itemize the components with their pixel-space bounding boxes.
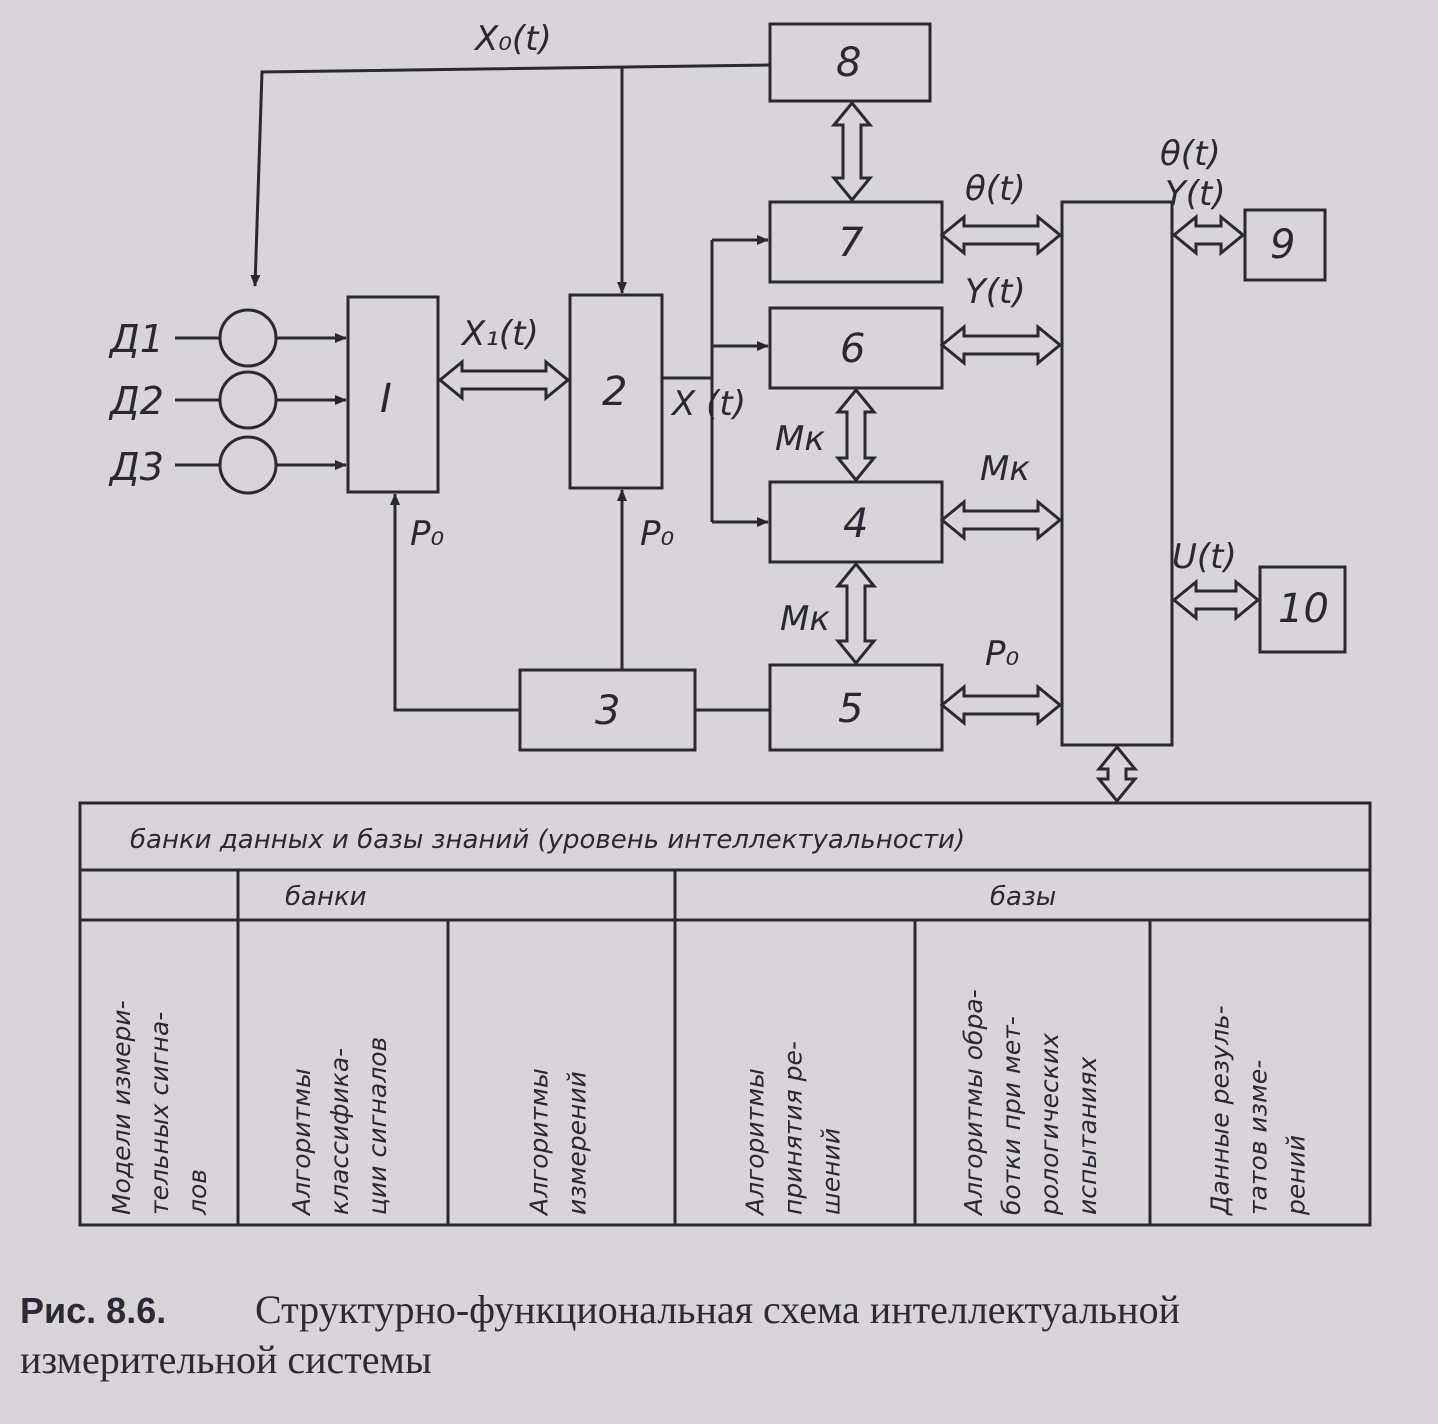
table-group-banks: банки (285, 882, 367, 912)
label-y-9: Y(t) (1165, 174, 1226, 214)
table-column-1-line-3: лов (183, 1169, 212, 1216)
arrow-7-bus (939, 213, 1063, 257)
block-6-label: 6 (840, 326, 865, 372)
x0-line (250, 63, 771, 287)
block-1 (346, 295, 440, 494)
label-p0-left: P₀ (410, 514, 445, 554)
block-3-label: 3 (595, 688, 620, 734)
arrow-4-bus (939, 498, 1063, 542)
table-column-6-line-3: рений (1282, 1135, 1311, 1216)
label-mk-bot: Mк (780, 599, 830, 639)
table-column-2-line-3: ции сигналов (363, 1037, 392, 1215)
table-column-4-line-3: шений (817, 1128, 846, 1215)
block-8 (768, 22, 932, 103)
table-column-6-line-1: Данные резуль- (1206, 1005, 1235, 1216)
label-y-6: Y(t) (965, 272, 1026, 312)
table-column-4-line-2: принятия ре- (779, 1041, 808, 1215)
table-group-bases: базы (990, 882, 1056, 912)
caption-label: Рис. 8.6. (20, 1290, 167, 1331)
block-7-label: 7 (838, 220, 864, 266)
label-x: X (t) (670, 384, 746, 424)
block-9 (1243, 208, 1327, 282)
block-1-label: I (380, 376, 392, 422)
block-4-label: 4 (843, 501, 868, 547)
table-column-1-line-2: тельных сигна- (145, 1012, 174, 1215)
sensor-circle-1 (218, 308, 278, 368)
sensor-circle-3 (218, 435, 278, 495)
block-10-label: 10 (1278, 586, 1329, 632)
table-column-5-line-3: рологических (1035, 1033, 1064, 1216)
arrow-6-bus (939, 323, 1063, 367)
block-7 (768, 200, 944, 284)
arrow-1-2 (437, 358, 571, 402)
block-9-label: 9 (1270, 222, 1295, 268)
block-2 (568, 293, 664, 490)
sensor-circle-2 (218, 370, 278, 430)
table-column-5-line-4: испытаниях (1073, 1056, 1102, 1215)
block-8-label: 8 (836, 40, 861, 86)
sensor-label-1: Д1 (108, 317, 164, 361)
arrow-bus-9 (1171, 213, 1246, 257)
label-p0-right: P₀ (985, 634, 1020, 674)
label-x1: X₁(t) (460, 314, 539, 354)
table-column-3-line-2: измерений (563, 1071, 592, 1215)
label-theta-7: θ(t) (965, 169, 1026, 209)
table-column-1-line-1: Модели измери- (107, 1000, 136, 1215)
arrow-5-bus (939, 683, 1063, 727)
bus-block (1060, 200, 1174, 747)
label-mk-top: Mк (775, 419, 825, 459)
label-x0: X₀(t) (473, 19, 552, 59)
knowledge-table (78, 801, 1372, 1227)
p0-to-block1 (390, 493, 520, 712)
arrow-6-4 (834, 387, 878, 483)
table-column-5-line-1: Алгоритмы обра- (959, 989, 988, 1217)
sensor-label-3: Д3 (108, 445, 164, 489)
block-2-label: 2 (602, 369, 627, 415)
table-column-2-line-2: классифика- (325, 1048, 354, 1215)
arrow-4-5 (834, 561, 878, 666)
table-title: банки данных и базы знаний (уровень инте… (130, 825, 965, 855)
label-p0-mid: P₀ (640, 514, 675, 554)
block-5-label: 5 (838, 686, 863, 732)
arrow-bus-10 (1171, 578, 1261, 622)
sensor-label-2: Д2 (108, 379, 164, 423)
table-column-6-line-2: татов изме- (1244, 1060, 1273, 1215)
arrow-bus-table (1095, 744, 1139, 804)
table-column-4-line-1: Алгоритмы (741, 1068, 770, 1217)
arrow-8-7 (830, 100, 874, 203)
table-column-3-line-1: Алгоритмы (525, 1068, 554, 1217)
table-column-5-line-2: ботки при мет- (997, 1016, 1026, 1215)
double-arrows (437, 100, 1261, 804)
label-u-10: U(t) (1172, 537, 1237, 577)
table-column-2-line-1: Алгоритмы (287, 1068, 316, 1217)
caption-line-1: Структурно-функциональная схема интеллек… (255, 1287, 1180, 1332)
label-mk-4: Mк (980, 449, 1030, 489)
label-theta-9: θ(t) (1160, 134, 1221, 174)
caption-line-2: измерительной системы (20, 1337, 432, 1382)
block-10 (1258, 565, 1347, 654)
